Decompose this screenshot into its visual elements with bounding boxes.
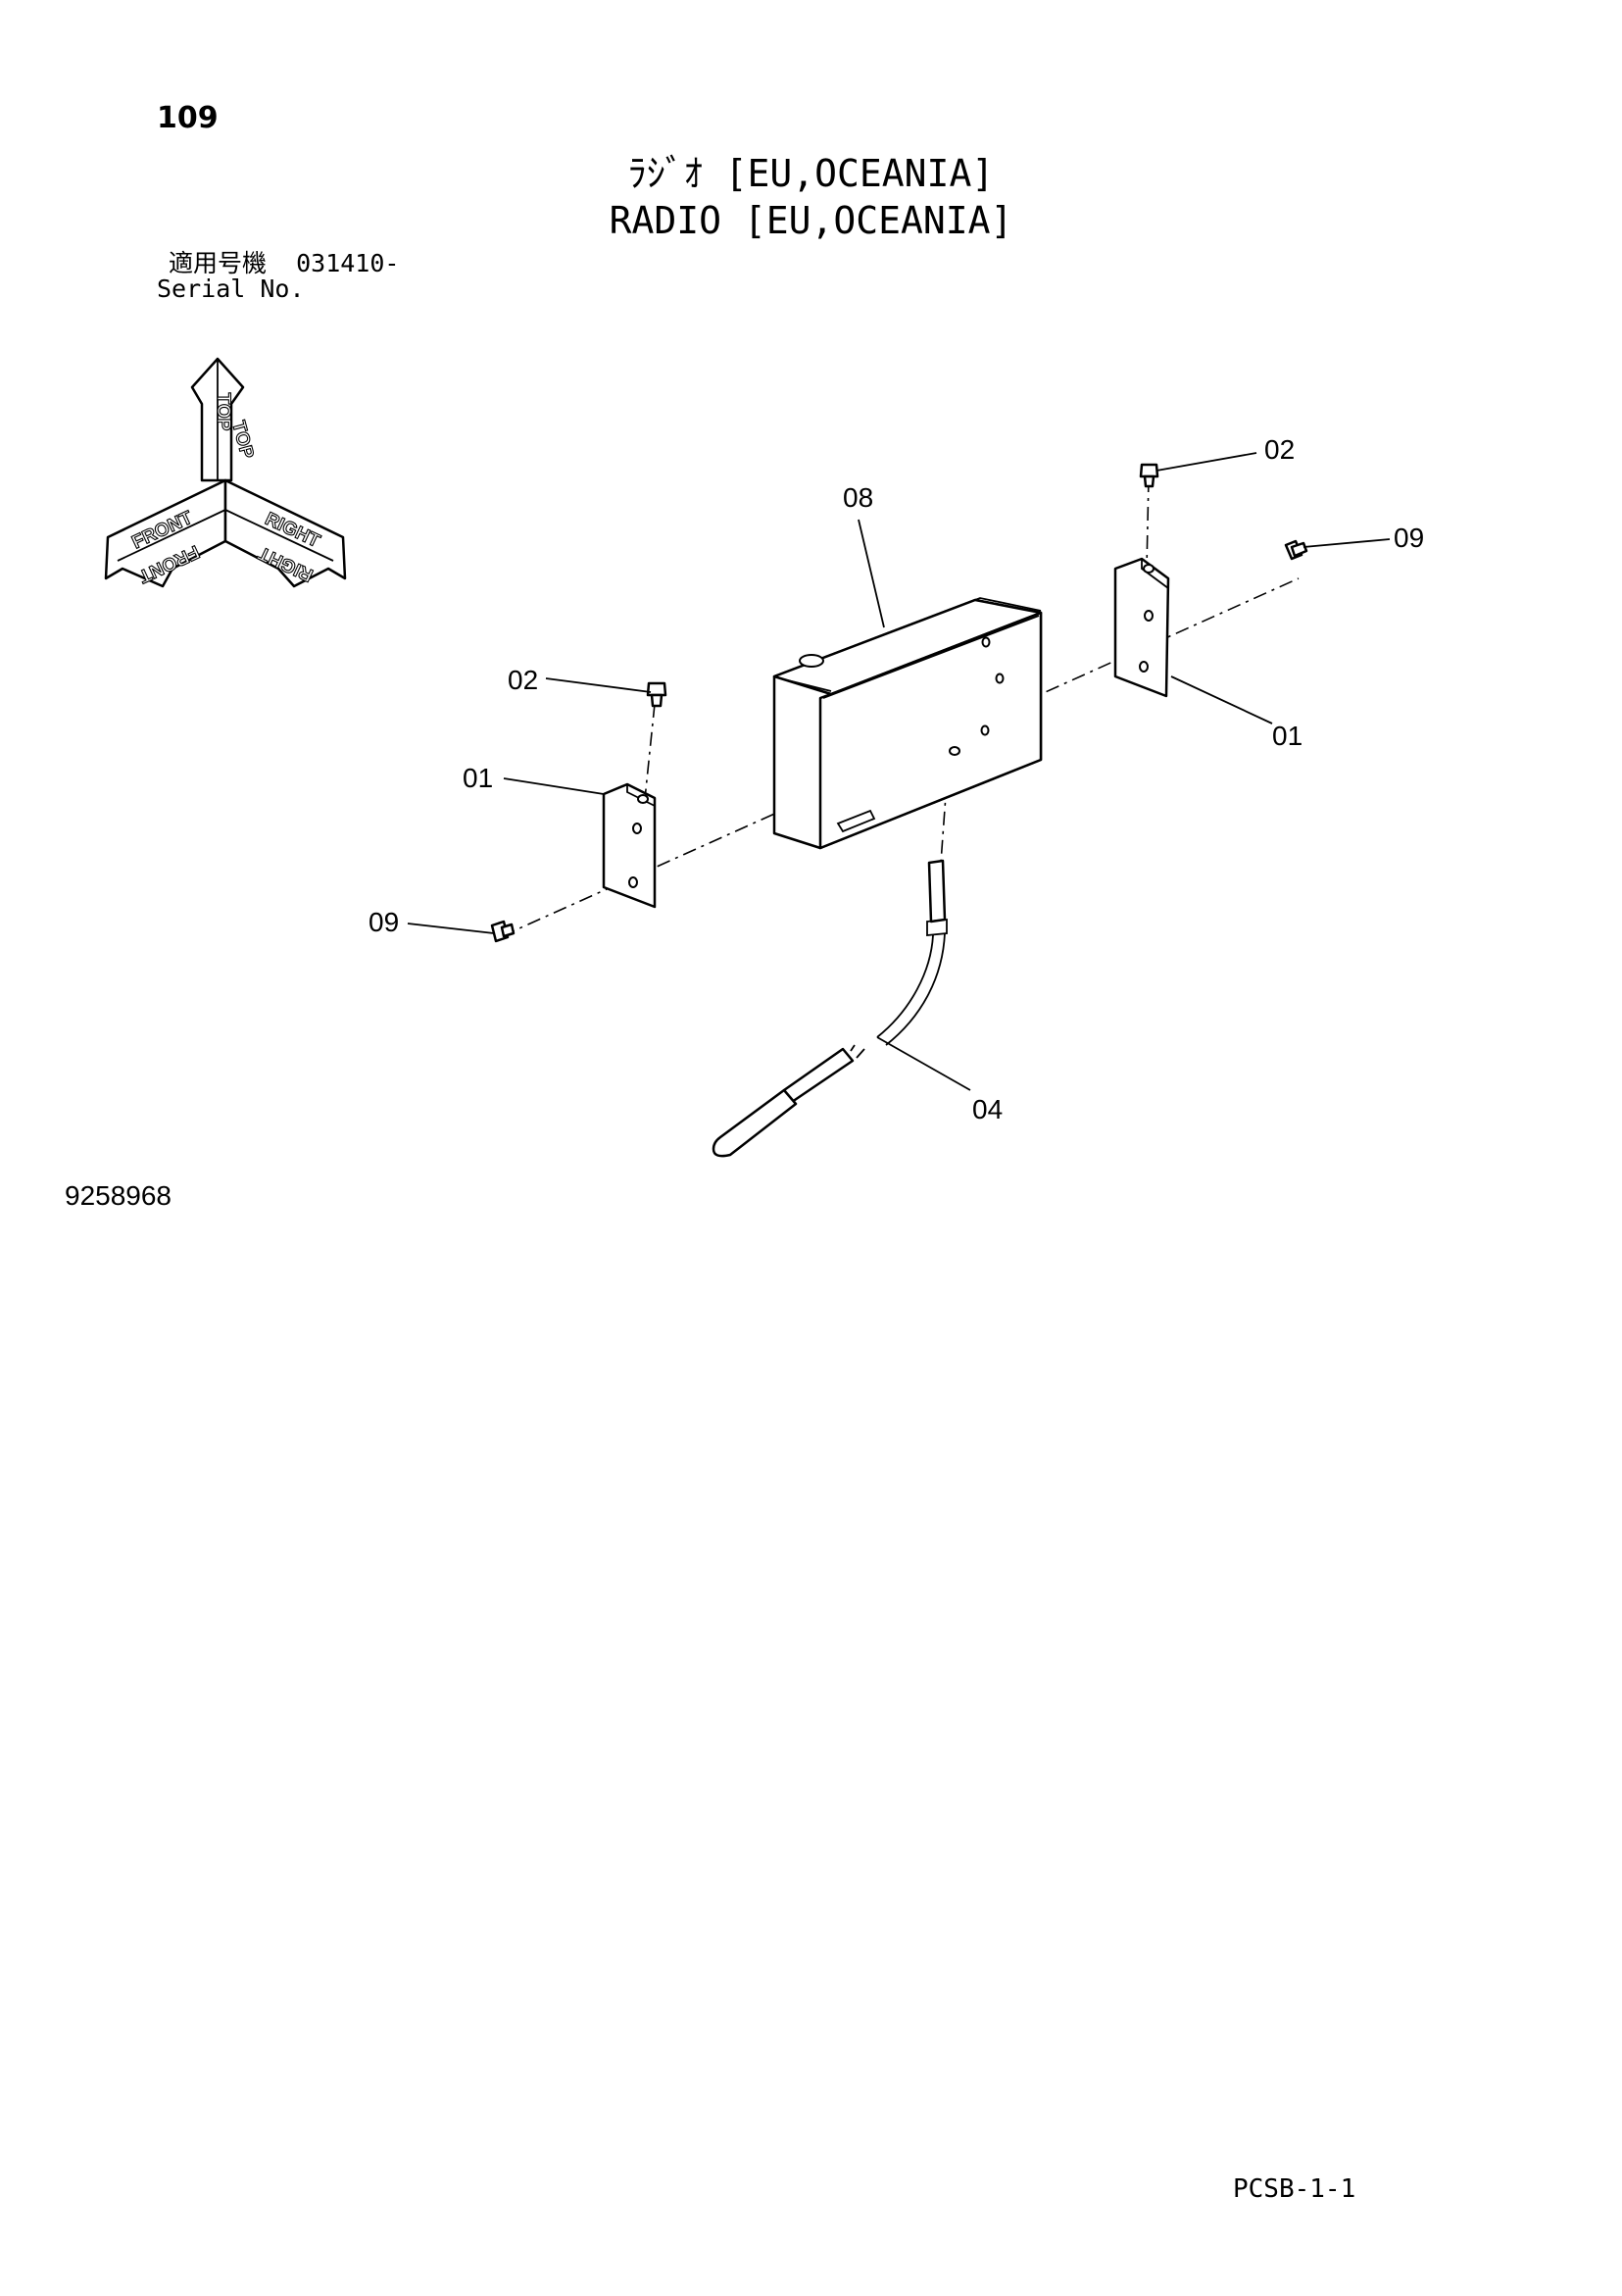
callout-screw-right: 02	[1264, 434, 1295, 465]
screw-axis-right	[1146, 477, 1150, 570]
callout-antenna: 04	[972, 1094, 1003, 1124]
exploded-parts-diagram: TOP TOP FRONT FRONT RIGHT RIGHT	[104, 357, 1424, 1158]
leader-09-right	[1303, 538, 1391, 548]
title-english: RADIO [EU,OCEANIA]	[609, 199, 1013, 242]
leader-01-right	[1170, 675, 1273, 724]
leader-09-left	[407, 923, 495, 934]
orientation-indicator: TOP TOP FRONT FRONT RIGHT RIGHT	[104, 357, 347, 588]
leader-04	[876, 1036, 971, 1091]
callout-bracket-left: 01	[463, 763, 493, 793]
bracket-left	[602, 782, 657, 909]
leader-01-left	[503, 777, 605, 795]
screw-axis-left	[644, 703, 656, 800]
serial-label-japanese: 適用号機 031410-	[169, 249, 400, 277]
callout-radio: 08	[843, 482, 873, 513]
title-japanese: ﾗｼﾞｵ [EU,OCEANIA]	[627, 152, 995, 195]
orient-top-label: TOP	[213, 393, 233, 431]
page-code: PCSB-1-1	[1233, 2174, 1356, 2204]
page-number: 109	[157, 101, 219, 135]
antenna-axis	[940, 754, 950, 864]
antenna-cable	[712, 859, 948, 1158]
leader-08	[858, 519, 885, 628]
leader-02-right	[1155, 452, 1257, 472]
callout-bracket-right: 01	[1272, 721, 1303, 751]
right-arrow-icon	[223, 478, 347, 588]
screw-left	[646, 681, 667, 708]
callout-bolt-left: 09	[369, 907, 399, 937]
callout-bolt-right: 09	[1394, 523, 1424, 553]
front-arrow-icon	[104, 478, 227, 588]
leader-02-left	[545, 677, 652, 693]
radio-unit	[772, 597, 1043, 850]
bracket-right	[1113, 557, 1170, 698]
callout-screw-left: 02	[508, 665, 538, 695]
bolt-left	[490, 920, 516, 943]
bolt-right	[1284, 539, 1308, 561]
drawing-number: 9258968	[65, 1180, 172, 1211]
serial-label-english: Serial No.	[157, 275, 305, 303]
screw-right	[1139, 463, 1159, 488]
